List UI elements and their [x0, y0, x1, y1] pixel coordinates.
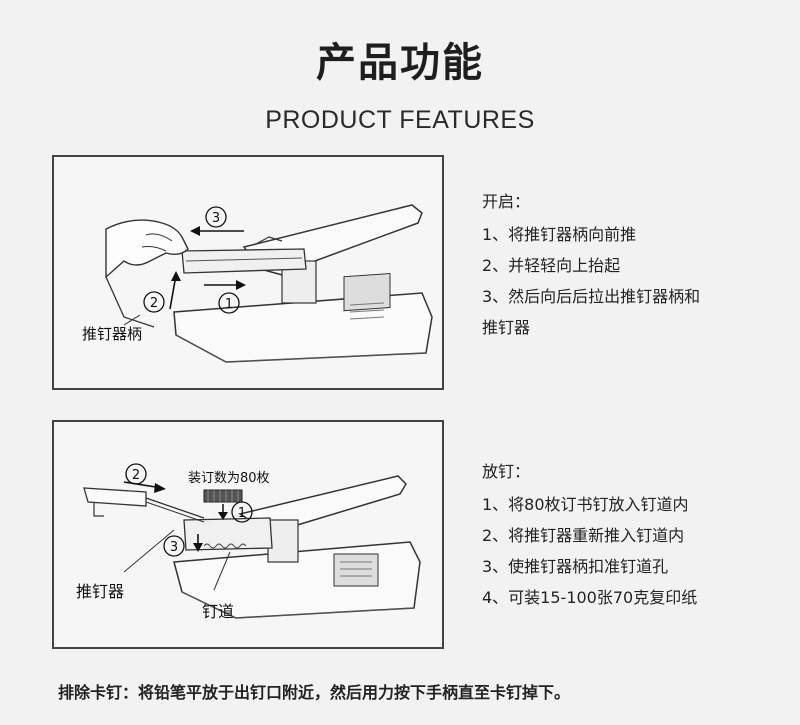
- open-heading: 开启：: [482, 192, 531, 211]
- open-instructions: 开启： 1、将推钉器柄向前推 2、并轻轻向上抬起 3、然后向后后拉出推钉器柄和 …: [482, 186, 782, 343]
- open-step-2: 2、并轻轻向上抬起: [482, 256, 621, 275]
- open-step-3-cont: 推钉器: [482, 318, 531, 337]
- label-capacity: 装订数为80枚: [188, 471, 270, 486]
- open-step-3: 3、然后向后后拉出推钉器柄和: [482, 287, 701, 306]
- svg-text:1: 1: [225, 297, 233, 312]
- page-title: 产品功能: [316, 40, 484, 86]
- open-step-1: 1、将推钉器柄向前推: [482, 225, 637, 244]
- svg-text:3: 3: [212, 211, 220, 226]
- svg-text:3: 3: [170, 540, 178, 555]
- jam-clearing-note: 排除卡钉：将铅笔平放于出钉口附近，然后用力按下手柄直至卡钉掉下。: [58, 683, 571, 702]
- load-step-1: 1、将80枚订书钉放入钉道内: [482, 495, 689, 514]
- label-handle: 推钉器柄: [82, 325, 143, 343]
- load-step-3: 3、使推钉器柄扣准钉道孔: [482, 557, 669, 576]
- page-subtitle: PRODUCT FEATURES: [265, 106, 535, 134]
- label-pusher: 推钉器: [76, 582, 125, 601]
- illustration-load: 2 1 3 装订数为80枚 推钉器 钉道: [52, 420, 444, 649]
- stapler-open-drawing: 3 2 1: [105, 204, 433, 363]
- label-channel: 钉道: [202, 602, 235, 621]
- svg-text:1: 1: [238, 506, 246, 521]
- illustration-open: 3 2 1 推钉器柄: [52, 155, 444, 390]
- stapler-load-drawing: 2 1 3: [83, 463, 421, 619]
- svg-text:2: 2: [150, 296, 158, 311]
- svg-text:2: 2: [132, 468, 140, 483]
- load-instructions: 放钉： 1、将80枚订书钉放入钉道内 2、将推钉器重新推入钉道内 3、使推钉器柄…: [482, 456, 782, 613]
- load-step-2: 2、将推钉器重新推入钉道内: [482, 526, 685, 545]
- load-heading: 放钉：: [482, 462, 531, 481]
- load-step-4: 4、可装15-100张70克复印纸: [482, 588, 698, 607]
